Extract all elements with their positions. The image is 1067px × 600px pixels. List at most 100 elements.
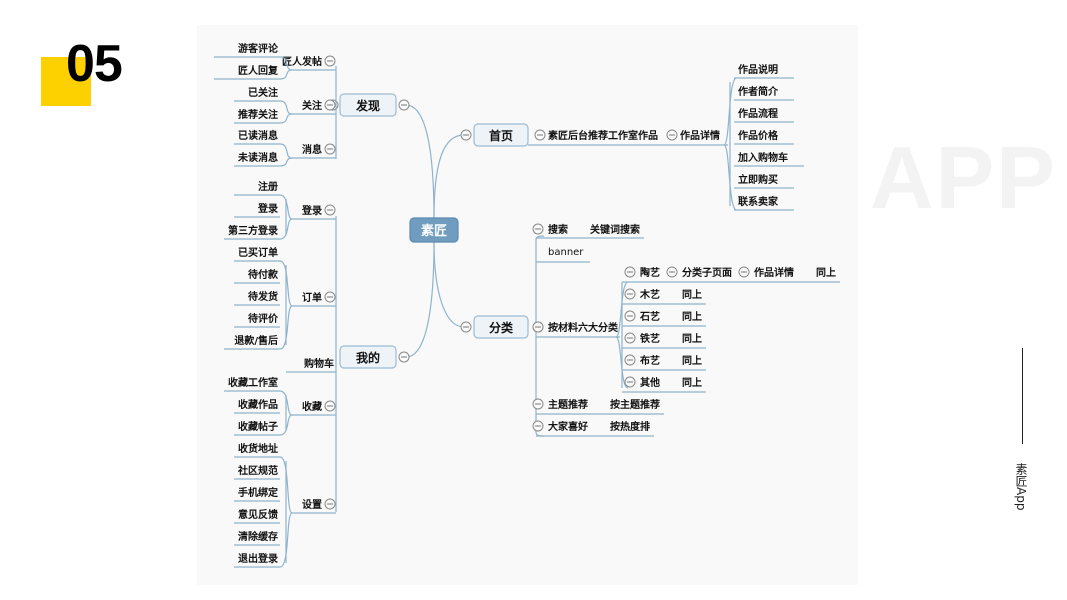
collapse-toggle-icon[interactable]: [666, 266, 678, 278]
mindmap-panel: 素匠发现匠人发帖游客评论匠人回复关注已关注推荐关注消息已读消息未读消息我的登录注…: [197, 25, 858, 585]
collapse-toggle-icon[interactable]: [324, 143, 336, 155]
collapse-toggle-icon[interactable]: [624, 288, 636, 300]
wode-group-label: 设置: [302, 498, 322, 511]
faxian-leaf-label: 推荐关注: [238, 108, 278, 121]
collapse-toggle-icon[interactable]: [624, 376, 636, 388]
collapse-toggle-icon[interactable]: [324, 99, 336, 111]
shouye-leaf-label: 立即购买: [738, 173, 778, 186]
fenlei-search-label: 搜索: [548, 223, 568, 236]
wode-leaf-label: 待评价: [248, 312, 279, 325]
wode-leaf-label: 退款/售后: [234, 334, 278, 347]
material-label: 其他: [640, 376, 660, 389]
collapse-toggle-icon[interactable]: [624, 332, 636, 344]
material-same-label: 同上: [682, 310, 702, 323]
bracket-curve: [279, 390, 293, 416]
root-to-faxian-curve: [405, 104, 435, 219]
material-label: 铁艺: [640, 332, 660, 345]
bracket-curve: [279, 194, 293, 220]
shouye-leaf-label: 作品说明: [738, 63, 778, 76]
faxian-group-label: 匠人发帖: [282, 55, 322, 68]
bracket-curve: [723, 144, 737, 211]
bracket-curve: [279, 218, 293, 240]
collapse-toggle-icon[interactable]: [624, 354, 636, 366]
wode-group-label: 登录: [301, 204, 322, 217]
shouye-leaf-label: 加入购物车: [737, 151, 788, 164]
fenlei-materials-label: 按材料六大分类: [548, 321, 618, 334]
material-sub-label: 分类子页面: [682, 266, 732, 279]
branch-node-faxian[interactable]: [339, 93, 397, 117]
material-label: 布艺: [640, 354, 660, 367]
fenlei-popular-label: 大家喜好: [548, 420, 588, 433]
collapse-toggle-icon[interactable]: [666, 129, 678, 141]
branch-node-shouye[interactable]: [473, 123, 529, 147]
collapse-toggle-icon[interactable]: [324, 204, 336, 216]
bracket-curve: [279, 414, 293, 436]
collapse-toggle-icon[interactable]: [324, 400, 336, 412]
bracket-curve: [279, 456, 293, 514]
branch-label-faxian: 发现: [355, 98, 380, 113]
wode-leaf-label: 收藏工作室: [228, 376, 278, 389]
bracket-curve: [279, 305, 293, 350]
collapse-toggle-icon[interactable]: [532, 420, 544, 432]
wode-leaf-label: 退出登录: [238, 552, 278, 565]
collapse-toggle-icon[interactable]: [738, 266, 750, 278]
collapse-toggle-icon[interactable]: [532, 398, 544, 410]
wode-leaf-label: 意见反馈: [238, 508, 278, 521]
collapse-toggle-icon[interactable]: [324, 55, 336, 67]
wode-leaf-label: 已买订单: [238, 246, 278, 259]
bracket-curve: [279, 512, 293, 568]
collapse-toggle-icon[interactable]: [324, 498, 336, 510]
wode-leaf-label: 收货地址: [238, 442, 278, 455]
collapse-toggle-icon[interactable]: [460, 321, 472, 333]
material-label: 石艺: [639, 310, 660, 323]
shouye-child-label: 素匠后台推荐工作室作品: [548, 129, 658, 142]
collapse-toggle-icon[interactable]: [534, 129, 546, 141]
shouye-leaf-label: 作品流程: [738, 107, 778, 120]
collapse-toggle-icon[interactable]: [460, 129, 472, 141]
wode-group-label: 购物车: [304, 357, 334, 370]
root-to-shouye-curve: [433, 134, 465, 219]
collapse-toggle-icon[interactable]: [624, 310, 636, 322]
wode-group-label: 订单: [302, 291, 322, 304]
bracket-curve: [279, 113, 293, 124]
wode-leaf-label: 注册: [258, 180, 278, 193]
bracket-curve: [615, 336, 629, 389]
faxian-leaf-label: 游客评论: [238, 42, 279, 55]
branch-label-fenlei: 分类: [489, 320, 514, 335]
collapse-toggle-icon[interactable]: [532, 321, 544, 333]
fenlei-banner-label: banner: [548, 247, 584, 258]
side-divider: [1022, 348, 1023, 444]
watermark-text: APP: [870, 128, 1057, 227]
collapse-toggle-icon[interactable]: [624, 266, 636, 278]
wode-group-label: 收藏: [302, 400, 322, 413]
wode-leaf-label: 登录: [257, 202, 278, 215]
page-number: 05: [66, 35, 123, 93]
bracket-curve: [279, 143, 293, 159]
faxian-leaf-label: 未读消息: [237, 151, 278, 164]
material-label: 木艺: [639, 288, 660, 301]
branch-label-wode: 我的: [356, 350, 380, 365]
collapse-toggle-icon[interactable]: [324, 291, 336, 303]
root-to-wode-curve: [405, 241, 435, 358]
shouye-leaf-label: 作者简介: [738, 85, 779, 98]
faxian-leaf-label: 匠人回复: [238, 64, 279, 77]
bracket-curve: [279, 157, 293, 167]
root-to-fenlei-curve: [433, 241, 465, 328]
material-same-label: 同上: [682, 354, 702, 367]
fenlei-popular-child: 按热度排: [610, 420, 650, 433]
wode-leaf-label: 待发货: [248, 290, 278, 303]
branch-node-fenlei[interactable]: [473, 315, 529, 339]
collapse-toggle-icon[interactable]: [532, 223, 544, 235]
bracket-curve: [615, 281, 629, 338]
material-same-label: 同上: [816, 266, 836, 279]
wode-leaf-label: 第三方登录: [228, 224, 278, 237]
collapse-toggle-icon[interactable]: [398, 351, 410, 363]
collapse-toggle-icon[interactable]: [398, 99, 410, 111]
shouye-leaf-label: 联系卖家: [738, 195, 779, 208]
branch-label-shouye: 首页: [489, 128, 513, 143]
branch-node-wode[interactable]: [339, 345, 397, 369]
wode-leaf-label: 待付款: [248, 268, 279, 281]
faxian-group-label: 消息: [302, 143, 322, 156]
faxian-leaf-label: 已读消息: [238, 129, 278, 142]
root-node[interactable]: [409, 217, 459, 243]
